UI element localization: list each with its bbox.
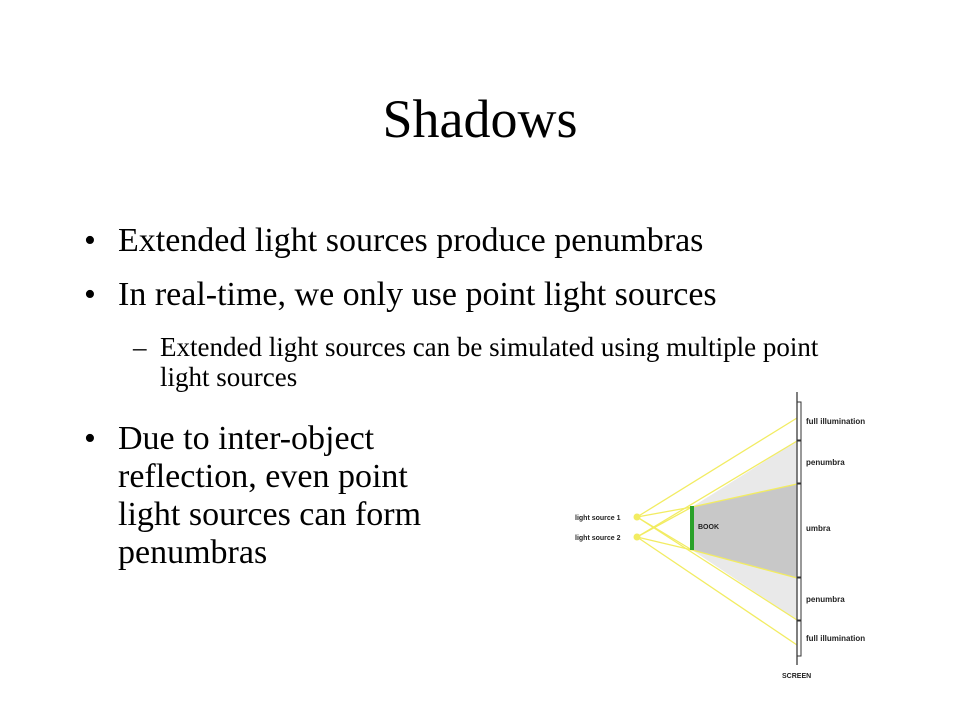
bracket-full-illumination-top [797, 401, 802, 441]
ray-s1-top [636, 417, 798, 518]
bullet-3: • Due to inter-object reflection, even p… [84, 420, 421, 572]
bullet-dot: • [84, 222, 96, 259]
bullet-2: • In real-time, we only use point light … [84, 276, 717, 314]
bullet-3-line-3: light sources can form [118, 496, 422, 533]
dash-marker: – [133, 332, 147, 362]
region-label-umbra: umbra [806, 524, 831, 533]
light-source-1-dot [633, 513, 641, 521]
light-source-2-label: light source 2 [575, 535, 621, 542]
region-label-penumbra-bottom: penumbra [806, 595, 845, 604]
bullet-dot: • [84, 420, 96, 457]
screen-label: SCREEN [782, 673, 811, 680]
light-source-1-label: light source 1 [575, 515, 621, 522]
bracket-umbra [797, 483, 802, 578]
region-label-full-illumination-top: full illumination [806, 417, 865, 426]
region-label-penumbra-top: penumbra [806, 458, 845, 467]
ray-s2-bottom [636, 536, 798, 646]
ray-s2-book-bottom [636, 536, 693, 551]
book-label: BOOK [698, 524, 719, 531]
ray-s1-book-top [636, 506, 693, 518]
book [690, 506, 694, 550]
light-source-2-dot [633, 533, 641, 541]
bullet-1: • Extended light sources produce penumbr… [84, 222, 703, 260]
slide-title: Shadows [382, 89, 578, 149]
bullet-2-text: In real-time, we only use point light so… [118, 276, 717, 313]
bullet-dot: • [84, 276, 96, 313]
sub-bullet: – Extended light sources can be simulate… [133, 332, 860, 392]
bracket-full-illumination-bottom [797, 620, 802, 657]
bullet-3-line-1: Due to inter-object [118, 420, 375, 457]
umbra-region [692, 484, 797, 578]
ray-penumbra-edge-lower [691, 549, 798, 579]
region-label-full-illumination-bottom: full illumination [806, 634, 865, 643]
ray-s2-top [636, 440, 798, 538]
bullet-1-text: Extended light sources produce penumbras [118, 222, 704, 259]
light-rays [636, 417, 798, 646]
bullet-3-line-4: penumbras [118, 534, 268, 571]
ray-s1-bottom [636, 516, 798, 621]
bullet-3-text: Due to inter-object reflection, even poi… [118, 420, 421, 572]
region-brackets [797, 401, 802, 657]
bracket-penumbra-top [797, 440, 802, 484]
bracket-penumbra-bottom [797, 577, 802, 621]
ray-penumbra-edge-upper [691, 483, 798, 508]
bullet-3-line-2: reflection, even point [118, 458, 408, 495]
ray-s2-book-top [636, 506, 693, 538]
sub-bullet-text: Extended light sources can be simulated … [160, 332, 819, 392]
